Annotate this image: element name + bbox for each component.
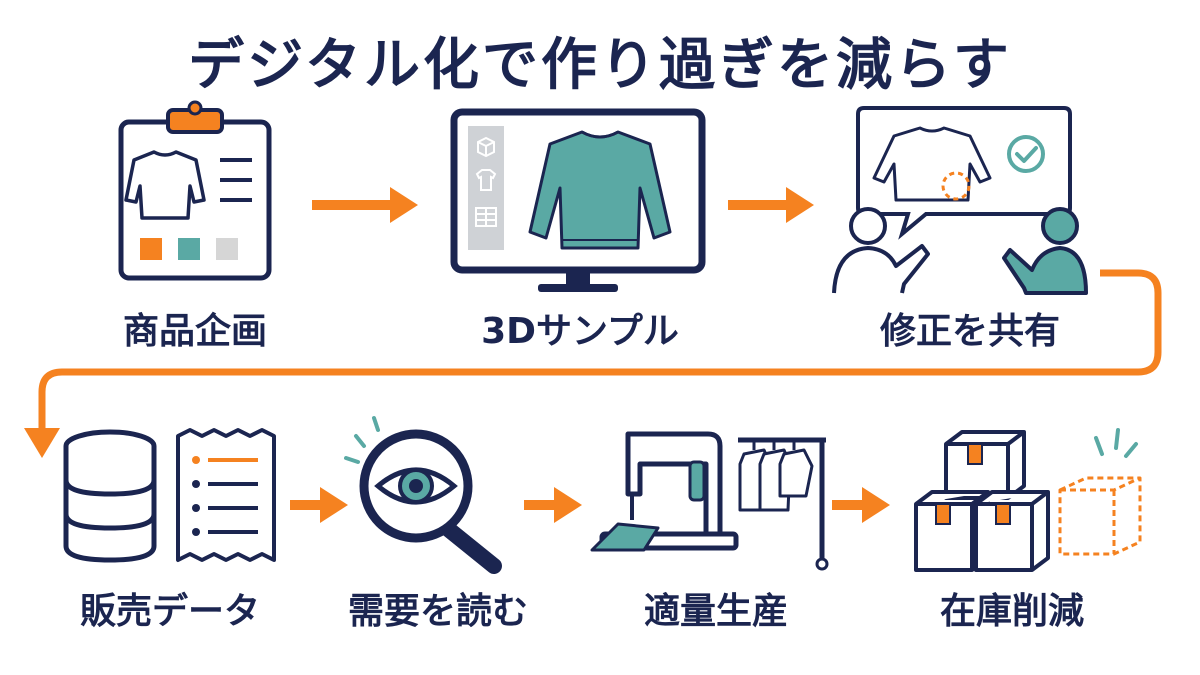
clipboard-icon xyxy=(118,100,272,281)
monitor-icon xyxy=(450,108,706,292)
step-label-3d-sample: 3Dサンプル xyxy=(481,311,679,352)
magnifier-eye-icon xyxy=(344,416,502,574)
arrow-data-to-demand xyxy=(290,487,348,523)
step-label-share-revisions: 修正を共有 xyxy=(879,311,1060,352)
sewing-machine-icon xyxy=(590,431,829,571)
step-label-sales-data: 販売データ xyxy=(79,591,260,632)
meeting-icon xyxy=(832,106,1088,295)
step-label-right-sized-production: 適量生産 xyxy=(643,591,788,632)
step-label-read-demand: 需要を読む xyxy=(347,591,528,632)
database-icon xyxy=(63,428,276,563)
arrow-3d-to-share xyxy=(728,187,814,223)
arrow-production-to-inventory xyxy=(832,487,890,523)
step-label-inventory-reduction: 在庫削減 xyxy=(939,591,1084,632)
diagram-title: デジタル化で作り過ぎを減らす xyxy=(188,33,1012,98)
arrow-demand-to-production xyxy=(524,487,582,523)
boxes-icon xyxy=(914,428,1142,572)
arrow-plan-to-3d xyxy=(312,187,418,223)
step-label-planning: 商品企画 xyxy=(122,311,267,352)
wrap-connector-row1-to-row2 xyxy=(24,269,1162,458)
